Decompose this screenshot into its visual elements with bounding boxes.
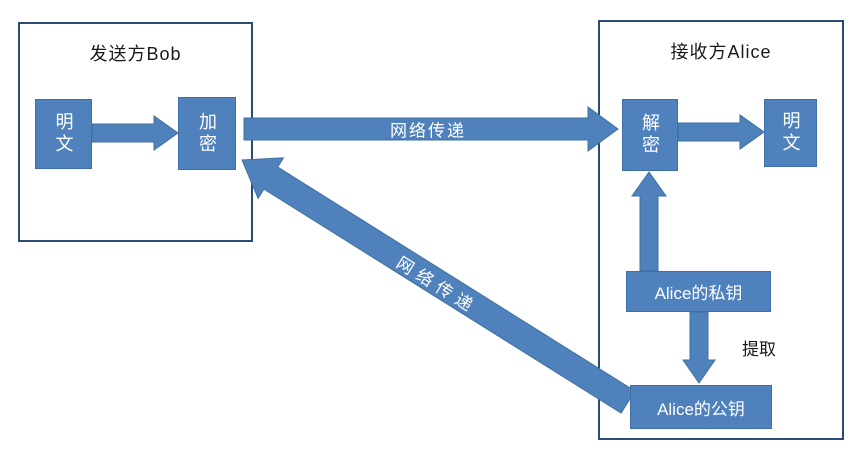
sender-title: 发送方Bob [89, 44, 182, 64]
decrypt-node: 解密 [622, 99, 678, 171]
receiver-container: 接收方Alice [598, 20, 844, 440]
public-key-label: Alice的公钥 [657, 399, 745, 419]
receiver-title: 接收方Alice [670, 42, 772, 62]
network-arrow-label: 网络传递 [390, 121, 466, 141]
plaintext-node-sender: 明文 [35, 99, 92, 169]
private-key-to-public-key-arrow [682, 311, 716, 384]
public-key-network-arrow [241, 157, 636, 414]
encrypt-node: 加密 [178, 97, 236, 170]
encrypt-label: 加密 [197, 111, 217, 156]
private-key-to-decrypt-arrow [631, 171, 667, 272]
plaintext-node-receiver: 明文 [764, 99, 817, 167]
private-key-label: Alice的私钥 [654, 284, 743, 303]
plaintext-to-encrypt-arrow [91, 115, 179, 151]
plaintext-sender-label: 明文 [53, 112, 74, 156]
decrypt-to-plaintext-arrow [677, 114, 765, 150]
extract-label: 提取 [742, 340, 776, 359]
private-key-node: Alice的私钥 [626, 271, 771, 312]
decrypt-label: 解密 [640, 113, 660, 157]
public-key-node: Alice的公钥 [630, 385, 772, 429]
plaintext-receiver-label: 明文 [780, 111, 801, 155]
network-arrow [243, 106, 619, 152]
